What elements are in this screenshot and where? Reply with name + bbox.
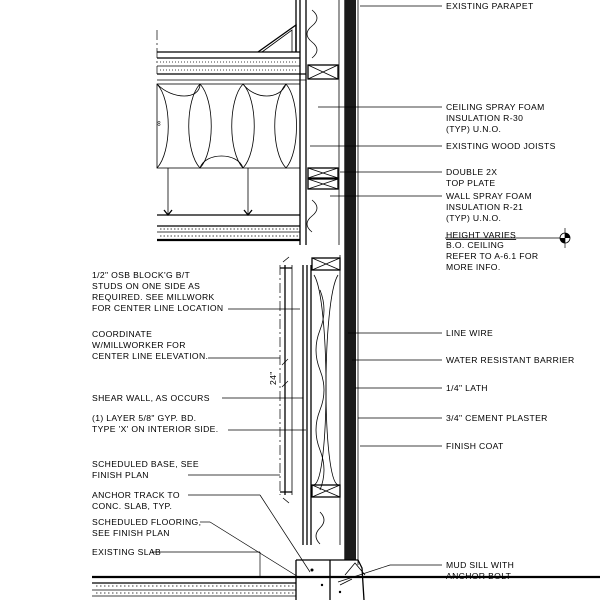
svg-text:EXISTING SLAB: EXISTING SLAB	[92, 547, 161, 557]
double-top-plate-1	[307, 167, 339, 179]
svg-text:WALL SPRAY FOAM: WALL SPRAY FOAM	[446, 191, 532, 201]
svg-text:B.O. CEILING: B.O. CEILING	[446, 240, 504, 250]
dimension-24: 24"	[268, 371, 278, 385]
label-existing-slab: EXISTING SLAB	[92, 547, 161, 557]
svg-text:MUD SILL WITH: MUD SILL WITH	[446, 560, 514, 570]
label-gyp-board: (1) LAYER 5/8" GYP. BD. TYPE 'X' ON INTE…	[92, 413, 219, 434]
svg-text:LINE WIRE: LINE WIRE	[446, 328, 493, 338]
svg-text:SCHEDULED FLOORING,: SCHEDULED FLOORING,	[92, 517, 201, 527]
svg-text:WATER RESISTANT BARRIER: WATER RESISTANT BARRIER	[446, 355, 575, 365]
svg-text:TOP PLATE: TOP PLATE	[446, 178, 495, 188]
svg-text:FOR CENTER LINE LOCATION: FOR CENTER LINE LOCATION	[92, 303, 223, 313]
svg-text:3/4" CEMENT PLASTER: 3/4" CEMENT PLASTER	[446, 413, 548, 423]
svg-text:1/4" LATH: 1/4" LATH	[446, 383, 488, 393]
left-leaders	[152, 308, 311, 579]
svg-text:MORE INFO.: MORE INFO.	[446, 262, 501, 272]
label-height-varies: HEIGHT VARIES B.O. CEILING REFER TO A-6.…	[446, 230, 538, 272]
roof-assembly	[156, 0, 306, 81]
svg-text:(TYP) U.N.O.: (TYP) U.N.O.	[446, 124, 501, 134]
svg-text:SHEAR WALL, AS OCCURS: SHEAR WALL, AS OCCURS	[92, 393, 210, 403]
ceiling-insulation: ∞	[156, 83, 301, 169]
label-finish-coat: FINISH COAT	[446, 441, 504, 451]
label-osb-blocking: 1/2" OSB BLOCK'G B/T STUDS ON ONE SIDE A…	[92, 270, 223, 313]
upper-wall	[299, 0, 359, 255]
right-leaders	[310, 5, 571, 583]
label-double-top-plate: DOUBLE 2X TOP PLATE	[446, 167, 497, 188]
svg-text:COORDINATE: COORDINATE	[92, 329, 152, 339]
label-water-resistant-barrier: WATER RESISTANT BARRIER	[446, 355, 575, 365]
double-top-plate-2	[307, 178, 339, 190]
svg-text:CENTER LINE ELEVATION.: CENTER LINE ELEVATION.	[92, 351, 208, 361]
svg-text:FINISH PLAN: FINISH PLAN	[92, 470, 149, 480]
svg-text:DOUBLE 2X: DOUBLE 2X	[446, 167, 497, 177]
svg-text:INSULATION R-30: INSULATION R-30	[446, 113, 523, 123]
svg-text:REQUIRED. SEE MILLWORK: REQUIRED. SEE MILLWORK	[92, 292, 215, 302]
svg-text:∞: ∞	[156, 121, 163, 126]
svg-text:(1) LAYER 5/8" GYP. BD.: (1) LAYER 5/8" GYP. BD.	[92, 413, 196, 423]
exterior-plaster-band	[345, 0, 356, 255]
label-scheduled-flooring: SCHEDULED FLOORING, SEE FINISH PLAN	[92, 517, 201, 538]
label-wall-spray-foam: WALL SPRAY FOAM INSULATION R-21 (TYP) U.…	[446, 191, 532, 223]
label-cement-plaster: 3/4" CEMENT PLASTER	[446, 413, 548, 423]
label-mud-sill: MUD SILL WITH ANCHOR BOLT	[446, 560, 514, 581]
exterior-plaster-band-lower	[345, 255, 356, 560]
svg-text:HEIGHT VARIES: HEIGHT VARIES	[446, 230, 516, 240]
svg-text:TYPE 'X' ON INTERIOR SIDE.: TYPE 'X' ON INTERIOR SIDE.	[92, 424, 219, 434]
svg-text:STUDS ON ONE SIDE AS: STUDS ON ONE SIDE AS	[92, 281, 200, 291]
label-scheduled-base: SCHEDULED BASE, SEE FINISH PLAN	[92, 459, 199, 480]
label-existing-wood-joists: EXISTING WOOD JOISTS	[446, 141, 556, 151]
label-anchor-track: ANCHOR TRACK TO CONC. SLAB, TYP.	[92, 490, 180, 511]
svg-text:EXISTING WOOD JOISTS: EXISTING WOOD JOISTS	[446, 141, 556, 151]
svg-text:INSULATION R-21: INSULATION R-21	[446, 202, 523, 212]
bottom-block	[311, 484, 341, 498]
svg-text:FINISH COAT: FINISH COAT	[446, 441, 504, 451]
svg-text:ANCHOR TRACK TO: ANCHOR TRACK TO	[92, 490, 180, 500]
svg-text:(TYP) U.N.O.: (TYP) U.N.O.	[446, 213, 501, 223]
label-existing-parapet: EXISTING PARAPET	[446, 1, 534, 11]
svg-text:ANCHOR BOLT: ANCHOR BOLT	[446, 571, 512, 581]
svg-text:CONC. SLAB, TYP.: CONC. SLAB, TYP.	[92, 501, 172, 511]
top-plate-lower	[311, 257, 341, 271]
svg-text:CEILING SPRAY FOAM: CEILING SPRAY FOAM	[446, 102, 545, 112]
plate-block-upper	[307, 64, 339, 80]
label-line-wire: LINE WIRE	[446, 328, 493, 338]
svg-text:1/2" OSB BLOCK'G B/T: 1/2" OSB BLOCK'G B/T	[92, 270, 191, 280]
svg-text:SCHEDULED BASE, SEE: SCHEDULED BASE, SEE	[92, 459, 199, 469]
ceiling-assembly	[157, 168, 300, 242]
label-lath: 1/4" LATH	[446, 383, 488, 393]
svg-text:W/MILLWORKER FOR: W/MILLWORKER FOR	[92, 340, 186, 350]
lower-wall	[279, 255, 359, 565]
svg-text:REFER TO A-6.1 FOR: REFER TO A-6.1 FOR	[446, 251, 538, 261]
svg-text:EXISTING PARAPET: EXISTING PARAPET	[446, 1, 534, 11]
label-ceiling-spray-foam: CEILING SPRAY FOAM INSULATION R-30 (TYP)…	[446, 102, 545, 134]
foundation	[92, 559, 600, 600]
svg-text:SEE FINISH PLAN: SEE FINISH PLAN	[92, 528, 170, 538]
label-coordinate: COORDINATE W/MILLWORKER FOR CENTER LINE …	[92, 329, 208, 361]
label-shear-wall: SHEAR WALL, AS OCCURS	[92, 393, 210, 403]
